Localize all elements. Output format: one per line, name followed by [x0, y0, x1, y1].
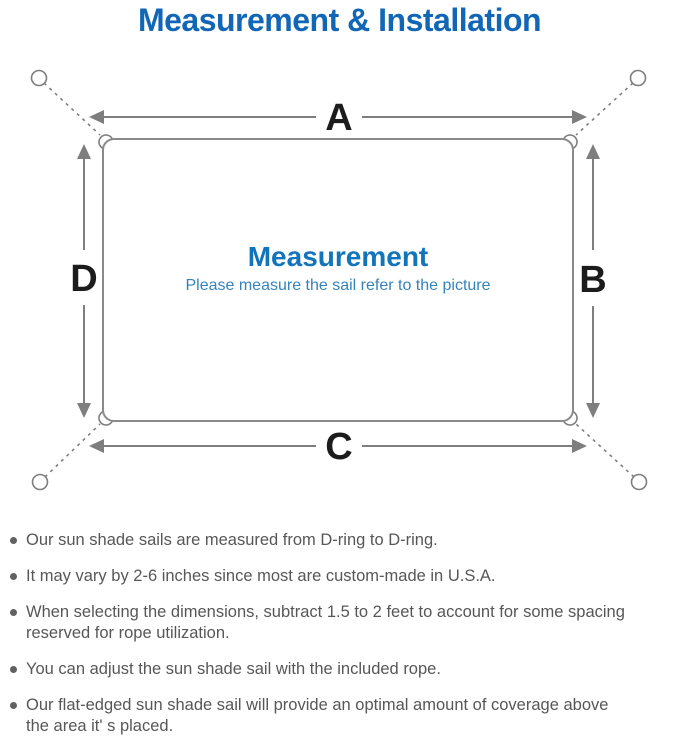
bullet-dot-icon — [10, 537, 17, 544]
rope-line-top-left — [43, 82, 101, 136]
bullet-dot-icon — [10, 702, 17, 709]
note-item: Our sun shade sails are measured from D-… — [10, 530, 675, 551]
dimension-label-b: B — [579, 259, 606, 301]
bullet-dot-icon — [10, 666, 17, 673]
bullet-dot-icon — [10, 573, 17, 580]
note-text: Our flat-edged sun shade sail will provi… — [26, 696, 609, 735]
page-title: Measurement & Installation — [137, 2, 542, 38]
note-item: When selecting the dimensions, subtract … — [10, 602, 675, 644]
bullet-dot-icon — [10, 609, 17, 616]
anchor-point-icon-top-left — [30, 69, 48, 87]
anchor-point-icon-bottom-right — [630, 473, 648, 491]
dimension-arrow-b — [586, 144, 600, 418]
note-text: Our sun shade sails are measured from D-… — [26, 531, 438, 549]
notes-list: Our sun shade sails are measured from D-… — [10, 530, 675, 739]
dimension-arrow-c — [89, 439, 587, 453]
diagram-center-text: Measurement Please measure the sail refe… — [103, 242, 573, 295]
dimension-label-a: A — [325, 97, 352, 139]
dimension-label-c: C — [325, 426, 352, 468]
note-item: It may vary by 2-6 inches since most are… — [10, 566, 675, 587]
anchor-point-icon-bottom-left — [31, 473, 49, 491]
rope-line-top-right — [575, 82, 634, 136]
anchor-point-icon-top-right — [629, 69, 647, 87]
dimension-label-d: D — [70, 258, 97, 300]
dimension-arrow-a — [89, 110, 587, 124]
rope-line-bottom-right — [575, 423, 635, 478]
diagram-center-subheading: Please measure the sail refer to the pic… — [185, 277, 491, 294]
note-text: You can adjust the sun shade sail with t… — [26, 660, 441, 678]
sail-rectangle — [102, 138, 574, 422]
diagram-center-heading: Measurement — [247, 241, 429, 272]
rope-line-bottom-left — [44, 423, 101, 478]
note-text: When selecting the dimensions, subtract … — [26, 603, 625, 642]
note-item: Our flat-edged sun shade sail will provi… — [10, 695, 675, 737]
dimension-arrow-d — [77, 144, 91, 418]
note-text: It may vary by 2-6 inches since most are… — [26, 567, 496, 585]
note-item: You can adjust the sun shade sail with t… — [10, 659, 675, 680]
